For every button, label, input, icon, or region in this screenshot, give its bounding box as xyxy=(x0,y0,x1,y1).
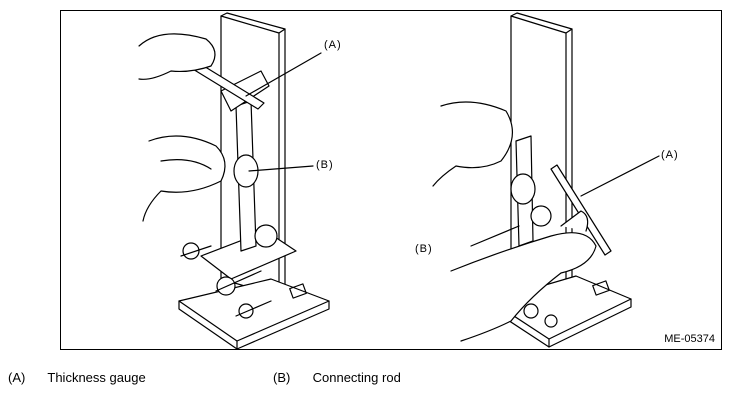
right-lower-hand xyxy=(450,232,597,342)
legend-key-a: (A) xyxy=(8,370,26,385)
legend-label-a: Thickness gauge xyxy=(47,370,146,385)
right-callout-b: (B) xyxy=(415,243,433,255)
illustration-frame: (A) (B) (A) (B) ME-05374 xyxy=(60,10,722,350)
right-illustration xyxy=(432,12,660,348)
figure-id-label: ME-05374 xyxy=(664,333,715,345)
left-middle-hand xyxy=(142,135,226,222)
left-illustration xyxy=(138,12,330,350)
left-callout-b: (B) xyxy=(316,159,334,171)
right-upper-hand xyxy=(432,101,513,187)
right-callout-a: (A) xyxy=(661,149,679,161)
legend-item-b: (B) Connecting rod xyxy=(273,370,401,385)
left-upper-hand xyxy=(138,33,216,80)
legend-item-a: (A) Thickness gauge xyxy=(8,370,146,385)
left-base-plate xyxy=(178,278,330,342)
legend-label-b: Connecting rod xyxy=(312,370,401,385)
legend-key-b: (B) xyxy=(273,370,291,385)
left-callout-a: (A) xyxy=(324,39,342,51)
